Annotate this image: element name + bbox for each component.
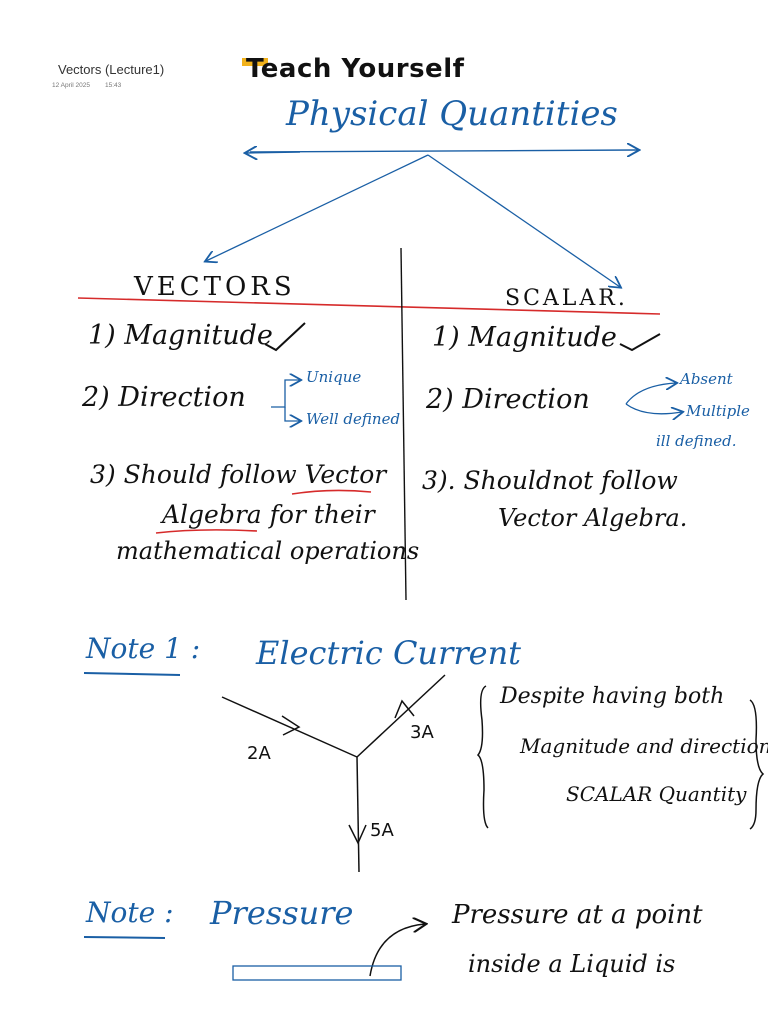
branch-arrows bbox=[206, 154, 620, 287]
page-date: 12 April 2025 bbox=[52, 82, 90, 89]
note2-underline bbox=[83, 936, 166, 939]
logo-t: T bbox=[246, 54, 261, 84]
note1-label: Note 1 : bbox=[86, 632, 201, 665]
scalar-direction-arrows bbox=[625, 383, 682, 414]
note1-remark-line3: SCALAR Quantity bbox=[566, 782, 747, 806]
note2-remark-line1: Pressure at a point bbox=[452, 900, 703, 930]
underline-algebra bbox=[155, 529, 258, 534]
scalar-item-3-line2: Vector Algebra. bbox=[498, 504, 688, 532]
vectors-item-3-line2: Algebra for their bbox=[162, 500, 375, 529]
underline-vector bbox=[291, 489, 372, 495]
title-double-arrow bbox=[246, 150, 638, 153]
note2-remark-line2: inside a Liquid is bbox=[468, 950, 676, 978]
vectors-item-3-line3: mathematical operations bbox=[116, 537, 420, 565]
scalar-item-3: 3). Shouldnot follow bbox=[422, 466, 678, 495]
page-title: Vectors (Lecture1) bbox=[58, 62, 165, 77]
scalar-direction-ill-defined: ill defined. bbox=[656, 432, 737, 450]
remark-brace-left bbox=[476, 685, 489, 829]
vectors-item-2: 2) Direction bbox=[82, 382, 246, 413]
pressure-container bbox=[232, 965, 402, 981]
pressure-arrow bbox=[369, 924, 425, 977]
current-label-3a: 3A bbox=[410, 722, 434, 743]
red-divider-line bbox=[77, 297, 661, 315]
scalar-item-1: 1) Magnitude bbox=[432, 322, 617, 353]
vectors-direction-well-defined: Well defined bbox=[306, 410, 401, 428]
scalar-direction-multiple: Multiple bbox=[686, 402, 750, 420]
vectors-heading: VECTORS bbox=[134, 272, 296, 302]
scalar-heading: SCALAR. bbox=[505, 286, 628, 311]
remark-brace-right bbox=[749, 699, 765, 830]
page-time: 15:43 bbox=[105, 82, 122, 89]
note1-remark-line1: Despite having both bbox=[500, 684, 725, 709]
center-divider bbox=[400, 247, 407, 601]
vectors-item-3: 3) Should follow Vector bbox=[90, 460, 387, 489]
note1-underline bbox=[83, 672, 181, 676]
current-label-5a: 5A bbox=[370, 820, 394, 841]
current-junction bbox=[221, 674, 446, 873]
note1-remark-line2: Magnitude and direction bbox=[520, 734, 768, 758]
current-label-2a: 2A bbox=[247, 743, 271, 764]
scalar-direction-absent: Absent bbox=[680, 370, 733, 388]
teach-yourself-logo: Teach Yourself bbox=[246, 54, 464, 84]
note2-label: Note : bbox=[86, 896, 174, 929]
note2-topic: Pressure bbox=[210, 894, 354, 932]
note1-topic: Electric Current bbox=[256, 634, 522, 672]
tick-vectors-magnitude bbox=[264, 322, 306, 352]
tick-scalar-magnitude bbox=[619, 333, 661, 352]
logo-text: each Yourself bbox=[260, 54, 465, 84]
heading-physical-quantities: Physical Quantities bbox=[286, 94, 618, 134]
vectors-direction-unique: Unique bbox=[306, 368, 362, 386]
vectors-item-1: 1) Magnitude bbox=[88, 320, 273, 351]
scalar-item-2: 2) Direction bbox=[426, 384, 590, 415]
vector-direction-bracket bbox=[271, 380, 300, 421]
